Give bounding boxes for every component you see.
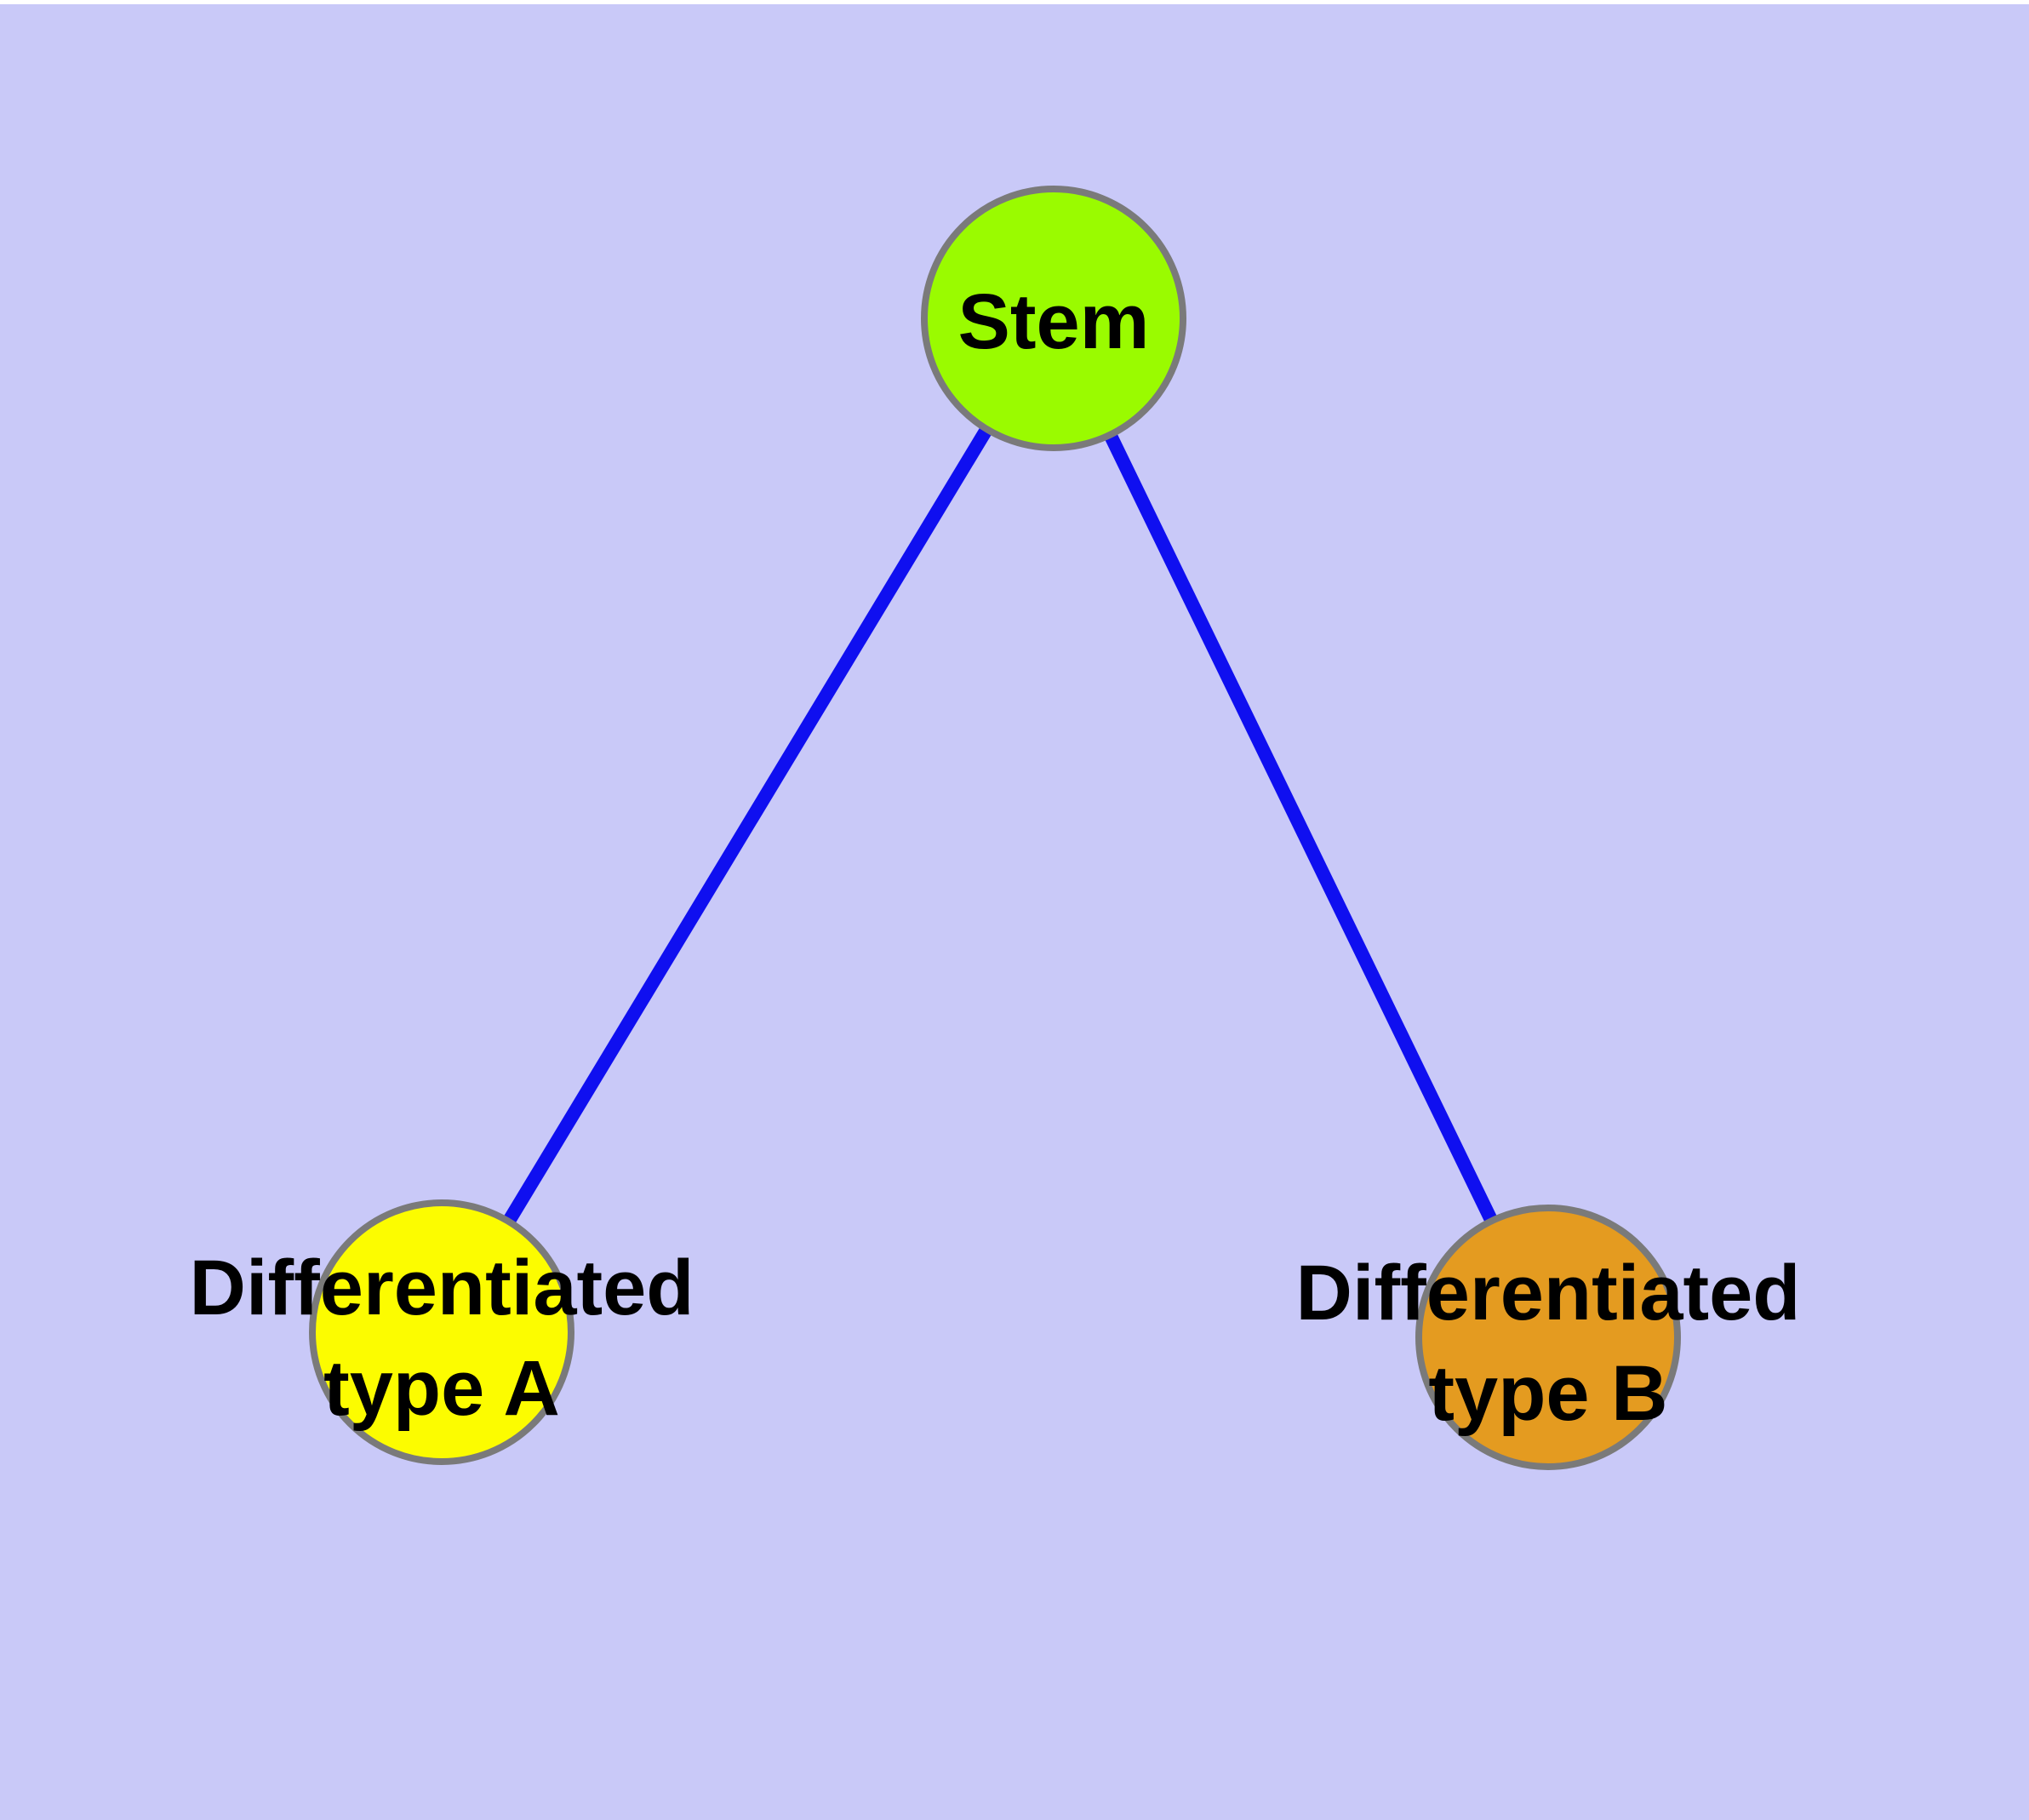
node-label-differentiated-type-b: Differentiated type B [1296,1250,1801,1437]
node-differentiated-type-a [309,1199,574,1465]
node-label-stem: Stem [958,278,1150,365]
node-label-line: type A [323,1345,560,1432]
edge-stem-to-differentiated-type-b [1047,315,1555,1341]
top-margin-strip [0,0,2029,4]
node-label-differentiated-type-a: Differentiated type A [190,1245,694,1432]
node-label-line: type B [1428,1350,1667,1437]
node-stem [921,186,1186,451]
nodes-layer [309,186,1681,1470]
node-label-line: Differentiated [1296,1250,1801,1336]
node-label-line: Stem [958,278,1150,365]
edges-layer [436,314,1555,1341]
edge-stem-to-differentiated-type-a [436,314,1060,1336]
node-differentiated-type-b [1415,1205,1681,1470]
node-label-line: Differentiated [190,1245,694,1331]
